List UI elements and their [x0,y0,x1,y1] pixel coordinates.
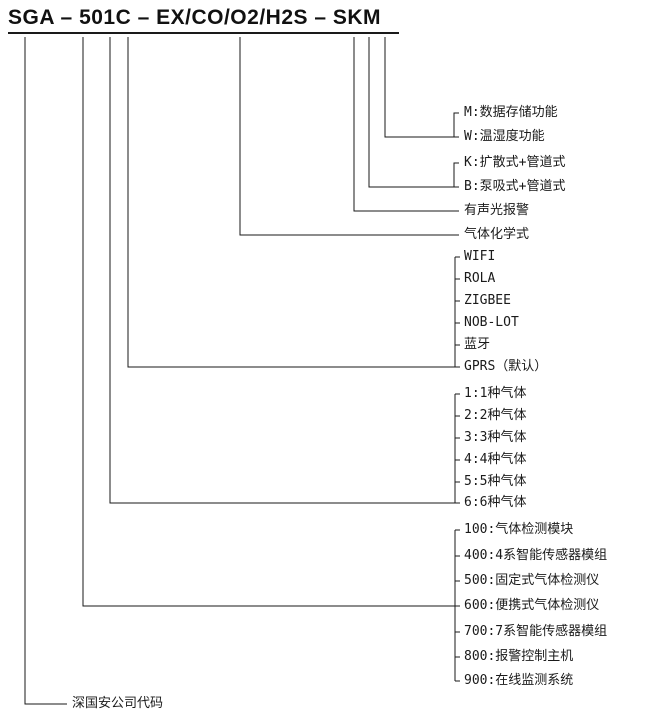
label-sampling-b: B:泵吸式+管道式 [464,179,566,194]
label-series-400: 400:4系智能传感器模组 [464,548,608,563]
bracket-sampling-group [453,162,459,188]
connector-sampling [368,37,454,188]
label-gas-count-2: 2:2种气体 [464,408,527,423]
label-series-600: 600:便携式气体检测仪 [464,598,600,613]
label-comm-wifi: WIFI [464,249,496,264]
connector-series [82,37,455,607]
label-series-900: 900:在线监测系统 [464,673,574,688]
label-gas-count-6: 6:6种气体 [464,495,527,510]
connector-gas-formula [239,37,459,236]
label-comm-gprs: GPRS（默认） [464,359,548,374]
label-alarm: 有声光报警 [464,203,530,218]
label-company-code: 深国安公司代码 [72,696,164,711]
label-gas-count-5: 5:5种气体 [464,474,527,489]
label-humidity-w: W:温湿度功能 [464,129,545,144]
label-series-700: 700:7系智能传感器模组 [464,624,608,639]
connector-gas-count [109,37,455,504]
label-series-100: 100:气体检测模块 [464,522,574,537]
model-code-title: SGA – 501C – EX/CO/O2/H2S – SKM [8,6,382,29]
label-gas-formula: 气体化学式 [464,227,530,242]
label-series-800: 800:报警控制主机 [464,649,574,664]
label-comm-bluetooth: 蓝牙 [464,337,491,352]
label-storage-m: M:数据存储功能 [464,105,558,120]
connector-comm [127,37,455,368]
label-comm-zigbee: ZIGBEE [464,293,511,308]
label-gas-count-4: 4:4种气体 [464,452,527,467]
connector-alarm [353,37,459,212]
label-comm-rola: ROLA [464,271,496,286]
bracket-series-group [454,529,460,682]
connector-storage [384,37,454,138]
label-gas-count-1: 1:1种气体 [464,386,527,401]
label-sampling-k: K:扩散式+管道式 [464,155,566,170]
label-series-500: 500:固定式气体检测仪 [464,573,600,588]
bracket-gas-count-group [454,393,460,504]
label-gas-count-3: 3:3种气体 [464,430,527,445]
label-comm-nob-lot: NOB-LOT [464,315,519,330]
bracket-storage-group [453,112,459,138]
bracket-comm-group [454,256,460,368]
connector-company-code [24,37,67,705]
